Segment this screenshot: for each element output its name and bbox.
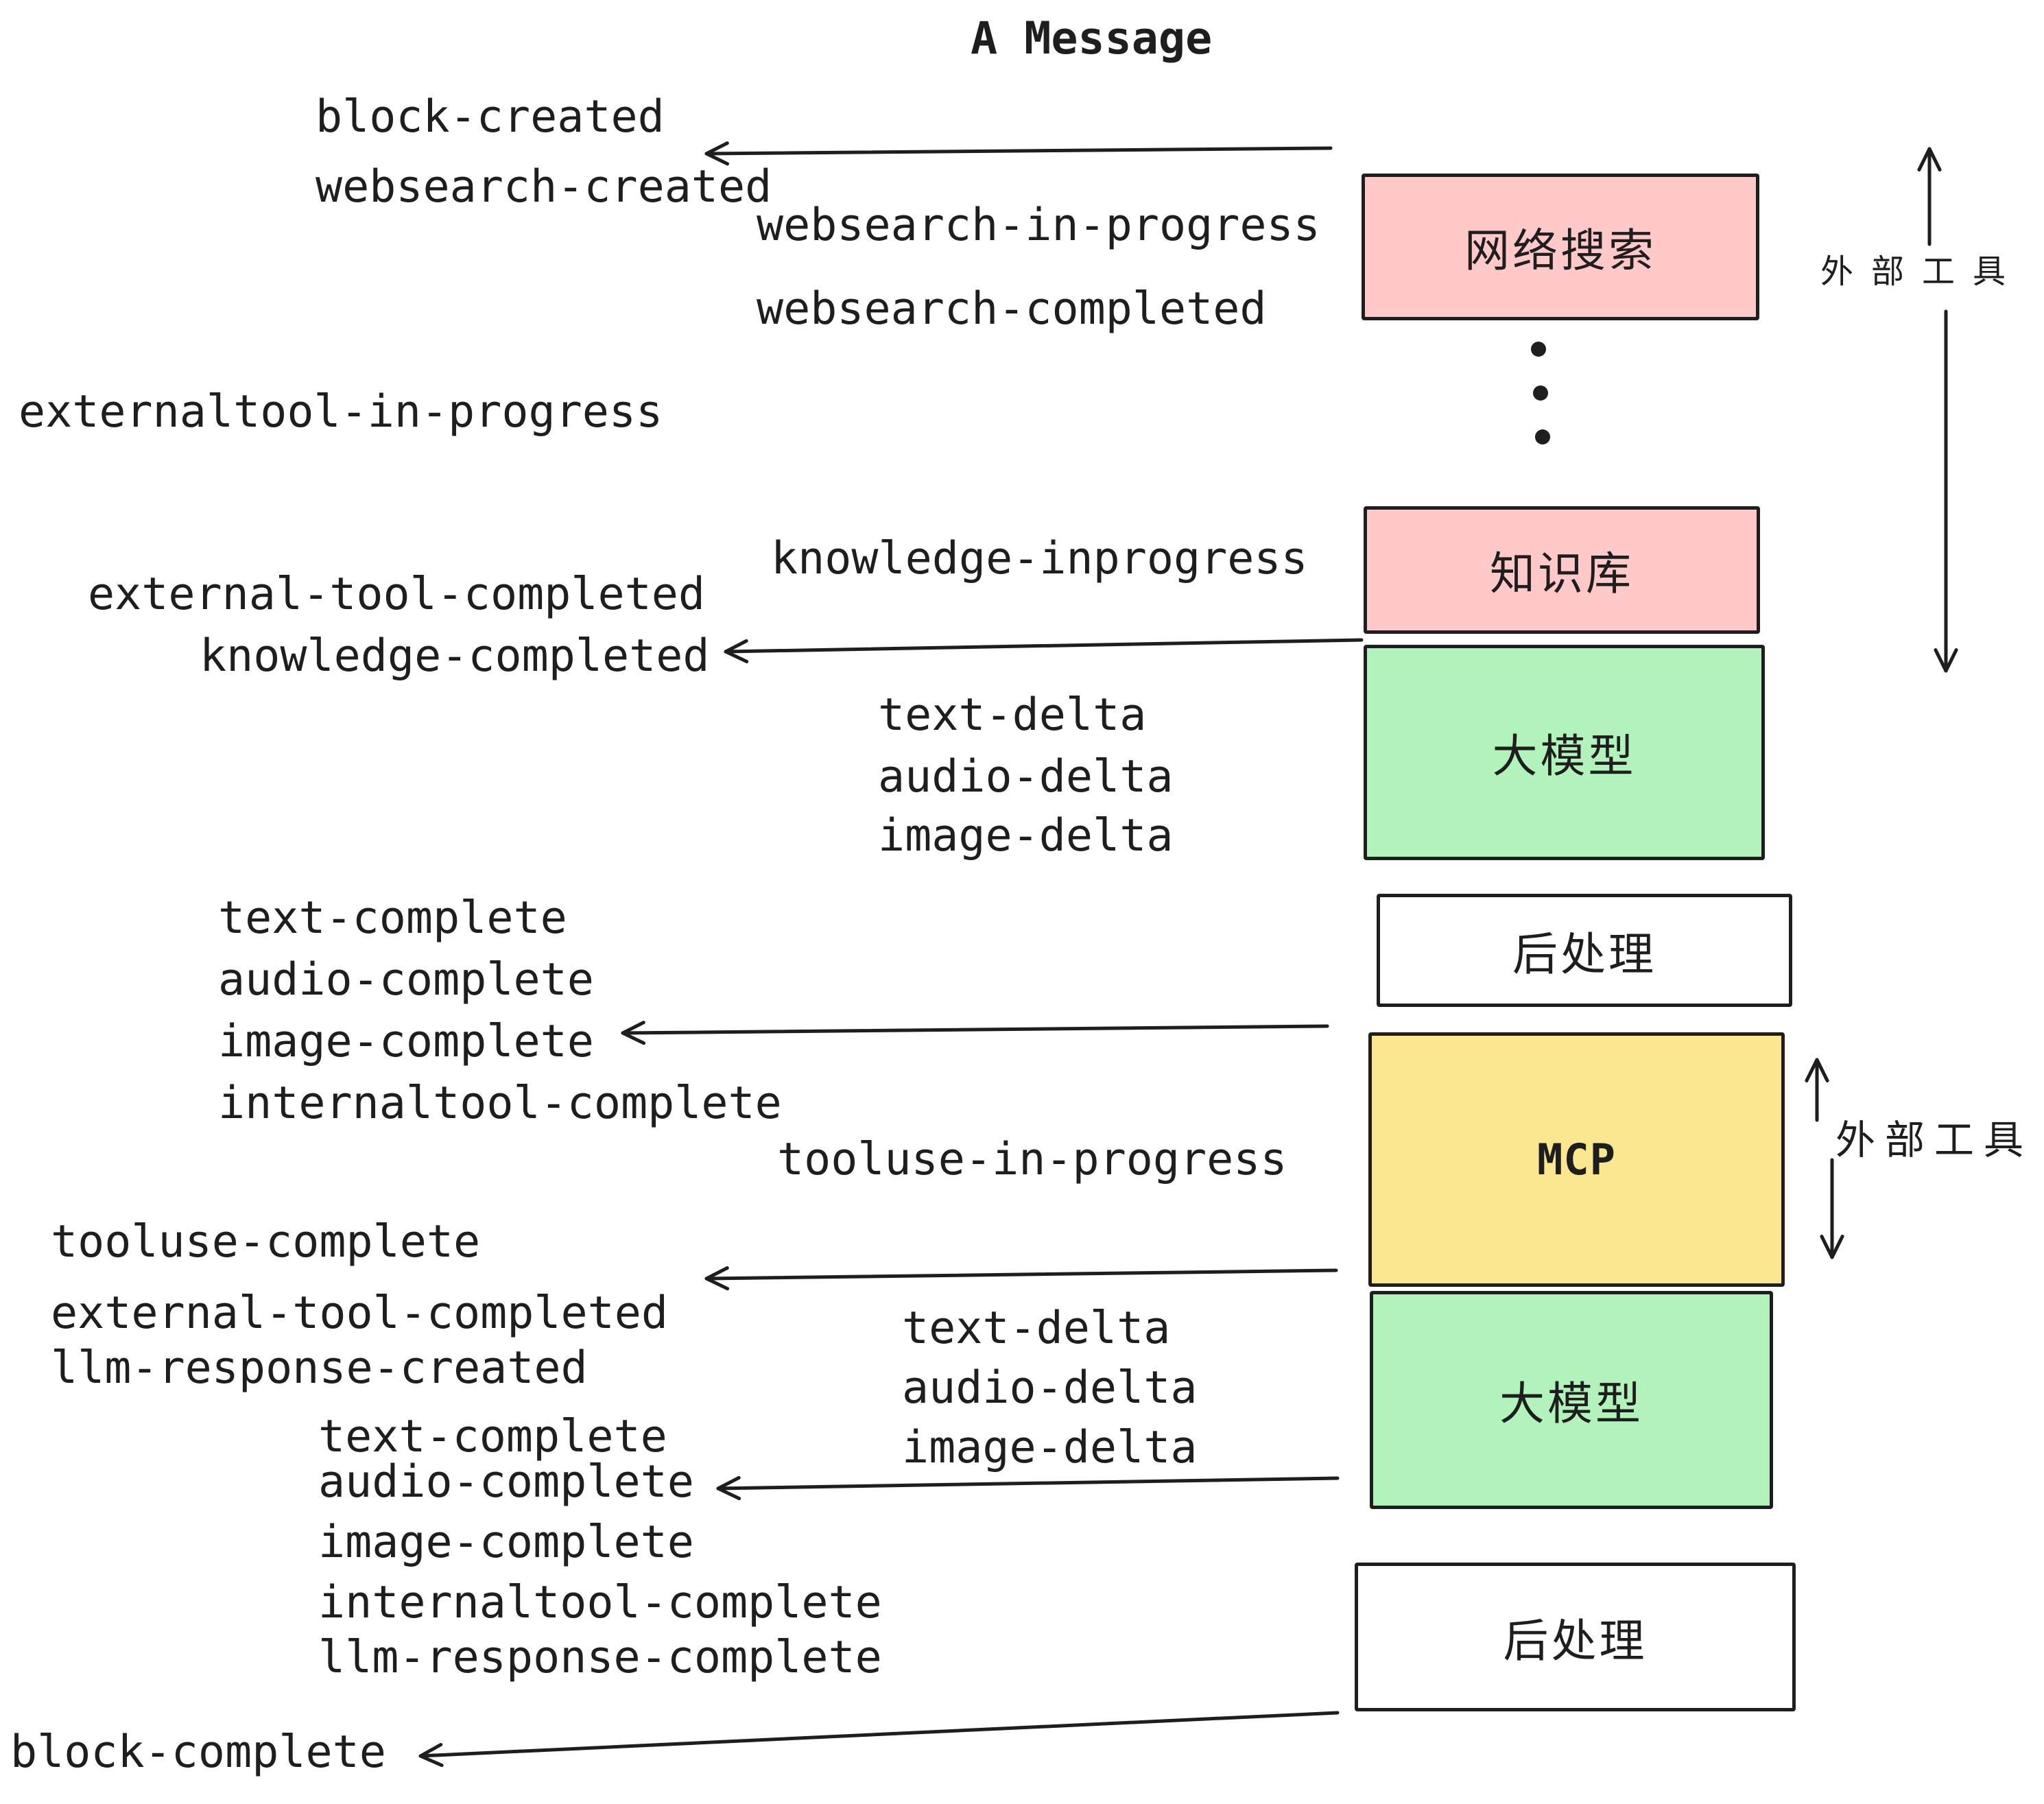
arrow-external-tools-up-2 <box>1805 1058 1829 1122</box>
event-label-websearch-in-progress: websearch-in-progress <box>757 200 1320 251</box>
event-label-internaltool-complete: internaltool-complete <box>318 1577 882 1628</box>
arrow-postprocess2-to-block-complete <box>418 1711 1340 1768</box>
box-label-knowledge: 知识库 <box>1490 548 1634 599</box>
event-label-tooluse-in-progress: tooluse-in-progress <box>777 1134 1287 1185</box>
event-label-image-complete: image-complete <box>318 1517 694 1568</box>
event-label-knowledge-completed: knowledge-completed <box>200 630 710 682</box>
event-label-text-complete: text-complete <box>318 1411 667 1462</box>
ellipsis-dot-3 <box>1535 429 1550 444</box>
event-label-image-complete: image-complete <box>218 1016 594 1067</box>
box-mcp: MCP <box>1368 1032 1785 1287</box>
box-label-websearch: 网络搜索 <box>1464 225 1656 276</box>
side-label-external-tools-1: 外部工具 <box>1820 254 2024 290</box>
box-llm-2: 大模型 <box>1370 1291 1773 1509</box>
arrow-knowledge-to-knowledge-completed <box>724 638 1364 664</box>
box-llm-1: 大模型 <box>1364 645 1765 860</box>
diagram-title: A Message <box>971 13 1213 64</box>
event-label-block-created: block-created <box>316 91 665 143</box>
box-label-llm-2: 大模型 <box>1499 1378 1643 1429</box>
arrow-llm2-to-audio-complete <box>716 1475 1340 1501</box>
box-postprocess-2: 后处理 <box>1355 1563 1796 1711</box>
ellipsis-dot-2 <box>1533 385 1548 401</box>
box-postprocess-1: 后处理 <box>1377 894 1792 1007</box>
ellipsis-dot-1 <box>1531 342 1546 357</box>
side-label-external-tools-2: 外部工具 <box>1835 1118 2034 1163</box>
event-label-knowledge-inprogress: knowledge-inprogress <box>771 533 1308 584</box>
event-label-text-complete: text-complete <box>218 892 567 944</box>
event-label-text-delta: text-delta <box>878 689 1147 741</box>
event-label-llm-response-complete: llm-response-complete <box>318 1632 882 1683</box>
event-label-internaltool-complete: internaltool-complete <box>218 1078 782 1129</box>
event-label-audio-delta: audio-delta <box>902 1362 1198 1414</box>
box-label-postprocess-1: 后处理 <box>1512 928 1656 980</box>
box-label-mcp: MCP <box>1537 1135 1616 1185</box>
box-label-llm-1: 大模型 <box>1492 731 1637 781</box>
event-label-llm-response-created: llm-response-created <box>51 1342 588 1394</box>
box-knowledge: 知识库 <box>1364 506 1760 634</box>
event-label-audio-delta: audio-delta <box>878 751 1174 803</box>
box-label-postprocess-2: 后处理 <box>1503 1615 1648 1666</box>
arrow-postprocess-to-image-complete <box>621 1021 1329 1045</box>
event-label-audio-complete: audio-complete <box>318 1456 694 1508</box>
arrow-external-tools-up-1 <box>1917 147 1942 246</box>
event-label-image-delta: image-delta <box>878 810 1174 862</box>
event-label-external-tool-completed: external-tool-completed <box>51 1287 669 1339</box>
event-label-websearch-created: websearch-created <box>316 161 772 213</box>
event-label-tooluse-complete: tooluse-complete <box>51 1216 481 1268</box>
event-label-block-complete: block-complete <box>10 1726 386 1778</box>
event-label-image-delta: image-delta <box>902 1422 1198 1473</box>
box-websearch: 网络搜索 <box>1362 174 1759 320</box>
arrow-external-tools-down-2 <box>1820 1158 1844 1259</box>
event-label-external-tool-completed: external-tool-completed <box>88 569 706 620</box>
event-label-text-delta: text-delta <box>902 1303 1171 1354</box>
event-label-externaltool-in-progress: externaltool-in-progress <box>19 386 663 438</box>
arrow-external-tools-down-1 <box>1934 309 1958 673</box>
event-label-websearch-completed: websearch-completed <box>757 283 1267 335</box>
arrow-mcp-to-tooluse-complete <box>704 1266 1338 1291</box>
event-label-audio-complete: audio-complete <box>218 954 594 1006</box>
arrow-websearch-to-block-created <box>704 141 1333 166</box>
